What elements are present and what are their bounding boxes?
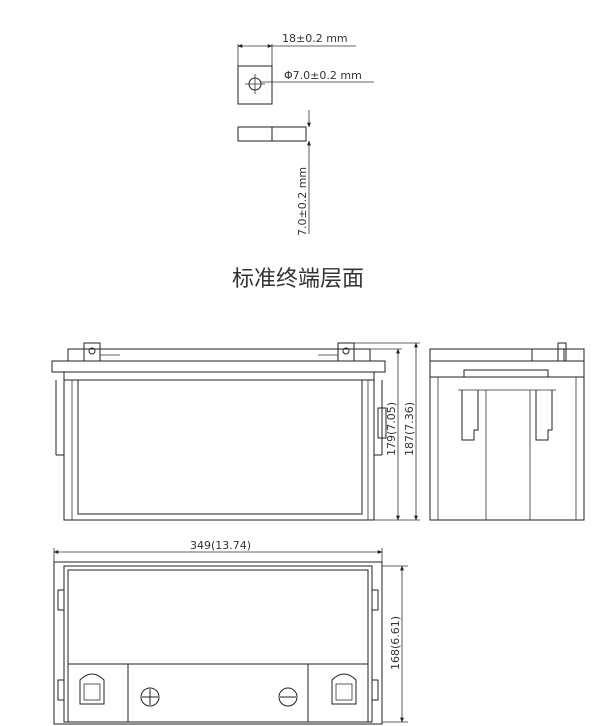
side-lug (57, 679, 65, 701)
side-bracket (377, 407, 387, 439)
lid-lip (63, 371, 375, 381)
terminal-thickness-label: 7.0±0.2 mm (296, 167, 309, 236)
terminal-left (83, 342, 101, 362)
top-lid (63, 565, 373, 723)
side-clip-right (535, 390, 553, 441)
side-terminal (557, 342, 567, 362)
terminal-plate (237, 65, 273, 105)
side-lid-top (429, 348, 585, 362)
side-terminal-base (531, 348, 565, 362)
terminal-bay-right (307, 663, 369, 723)
terminal-hole-label: Φ7.0±0.2 mm (284, 69, 362, 82)
height-179-label: 179(7.05) (385, 402, 398, 456)
positive-mark-icon (140, 687, 160, 707)
lid-band (51, 360, 386, 373)
top-view: 349(13.74) 168(6.61) (53, 539, 408, 725)
height-187-label: 187(7.36) (403, 402, 416, 456)
terminal-detail: 18±0.2 mm Φ7.0±0.2 mm 7.0±0.2 mm (237, 32, 374, 236)
side-view (429, 342, 585, 521)
side-handle-recess (463, 369, 549, 378)
negative-mark-icon (278, 687, 298, 707)
length-label: 349(13.74) (190, 539, 251, 552)
section-title: 标准终端层面 (232, 267, 364, 292)
terminal-screw (342, 347, 350, 355)
terminal-right-top (331, 673, 357, 705)
front-view: 179(7.05) 187(7.36) (51, 342, 420, 521)
side-body (429, 376, 585, 521)
width-label: 168(6.61) (389, 616, 402, 670)
terminal-bay-left (67, 663, 129, 723)
terminal-left-square (83, 683, 101, 701)
terminal-screw (88, 347, 96, 355)
terminal-right-square (335, 683, 353, 701)
side-clip-left (461, 390, 479, 441)
side-lug (371, 679, 379, 701)
top-case (53, 561, 383, 725)
case-body (63, 379, 375, 521)
side-lid-band (429, 360, 585, 378)
terminal-right (337, 342, 355, 362)
case-face (77, 379, 363, 515)
top-lid-panel (67, 569, 369, 665)
side-lug (57, 589, 65, 611)
side-lug (371, 589, 379, 611)
terminal-left-top (79, 673, 105, 705)
terminal-width-label: 18±0.2 mm (282, 32, 348, 45)
